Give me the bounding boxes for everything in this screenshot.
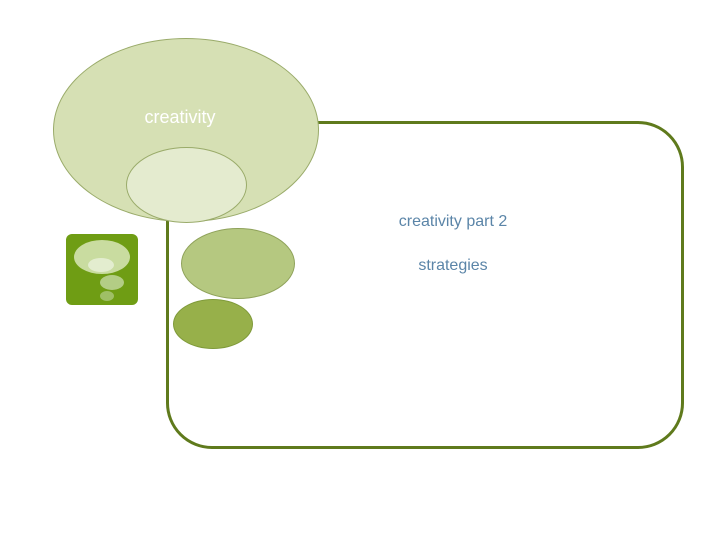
thought-bubbles-icon xyxy=(66,234,138,305)
thought-icon-small-dot xyxy=(100,291,114,301)
slide-subtitle: strategies xyxy=(418,257,488,274)
inner-thought-bubble xyxy=(126,147,247,223)
thought-icon-medium-dot xyxy=(100,275,124,290)
small-thought-bubble xyxy=(173,299,253,349)
slide-title: creativity part 2 xyxy=(398,213,508,230)
bubble-label: creativity xyxy=(144,107,216,127)
thought-icon-highlight xyxy=(88,258,114,272)
middle-thought-bubble xyxy=(181,228,295,299)
